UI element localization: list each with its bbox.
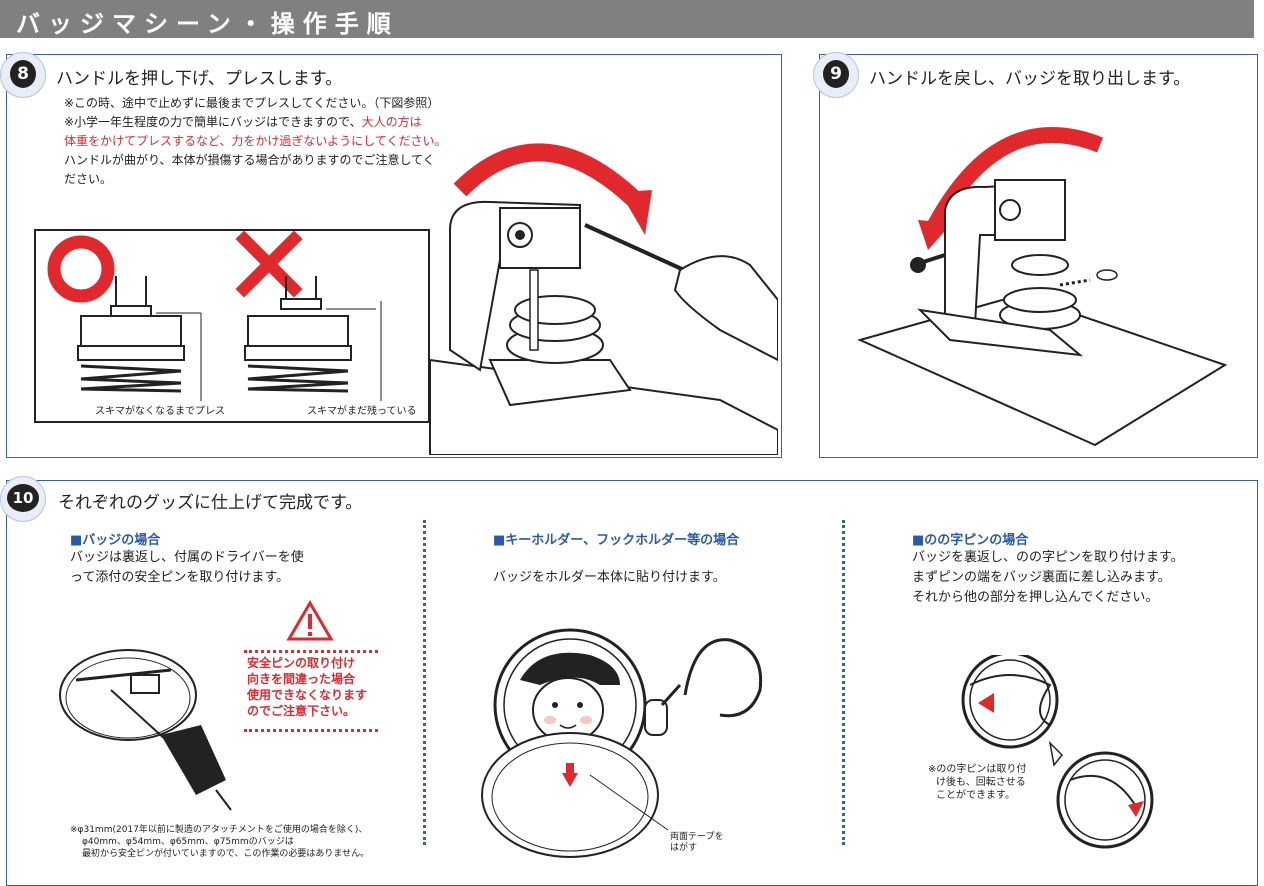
col1-heading: ■バッジの場合 <box>70 533 161 548</box>
step9-number: 9 <box>823 60 849 88</box>
header-bar <box>0 0 1254 38</box>
press-comparison-drawing <box>47 231 382 401</box>
caption-ng: スキマがまだ残っている <box>307 406 417 417</box>
tape-label-2: はがす <box>670 843 698 853</box>
col2-line1: バッジをホルダー本体に貼り付けます。 <box>493 570 726 585</box>
step8-note2: ※小学一年生程度の力で簡単にバッジはできますので、大人の方は <box>64 113 422 132</box>
col1-footnote-2: φ40mm、φ54mm、φ65mm、φ75mmのバッジは <box>82 837 294 847</box>
nonoji-pin-illustration <box>961 655 1154 849</box>
column-divider-2 <box>842 520 845 845</box>
warning-line-4: のでご注意下さい。 <box>247 704 356 718</box>
step8-badge: 8 <box>0 52 46 98</box>
col2-heading: ■キーホルダー、フックホルダー等の場合 <box>493 533 740 548</box>
step8-note4: ハンドルが曲がり、本体が損傷する場合がありますのでご注意してく <box>64 153 435 167</box>
page-title: バッジマシーン・操作手順 <box>16 10 399 38</box>
step9-press-illustration <box>857 127 1228 447</box>
step8-title: ハンドルを押し下げ、プレスします。 <box>56 69 343 89</box>
col3-note-3: ことができます。 <box>936 790 1015 801</box>
step8-note2-black: ※小学一年生程度の力で簡単にバッジはできますので、 <box>64 115 362 129</box>
warning-line-2: 向きを間違った場合 <box>247 672 356 686</box>
warning-line-3: 使用できなくなります <box>247 688 368 702</box>
step9-title: ハンドルを戻し、バッジを取り出します。 <box>869 69 1191 89</box>
col3-note-1: ※のの字ピンは取り付 <box>928 764 1027 775</box>
tape-label-1: 両面テープを <box>670 832 724 842</box>
warning-line-1: 安全ピンの取り付け <box>247 656 356 670</box>
col1-line1: バッジは裏返し、付属のドライバーを使 <box>70 550 304 565</box>
keyholder-illustration <box>481 628 763 858</box>
step8-press-illustration <box>429 143 778 455</box>
col1-line2: って添付の安全ピンを取り付けます。 <box>70 570 290 585</box>
step10-number: 10 <box>7 484 39 512</box>
col3-heading: ■のの字ピンの場合 <box>912 533 1029 548</box>
column-divider-1 <box>423 520 426 845</box>
caption-ok: スキマがなくなるまでプレス <box>95 406 225 417</box>
step10-title: それぞれのグッズに仕上げて完成です。 <box>58 493 363 513</box>
step8-note3: 体重をかけてプレスするなど、力をかけ過ぎないようにしてください。 <box>64 134 447 148</box>
step8-note2-red: 大人の方は <box>361 115 422 129</box>
ok-mark-icon <box>47 235 115 303</box>
badge-pin-illustration <box>59 649 232 811</box>
col3-line2: まずピンの端をバッジ裏面に差し込みます。 <box>912 570 1171 585</box>
warning-box <box>244 650 378 732</box>
col3-line1: バッジを裏返し、のの字ピンを取り付けます。 <box>912 550 1184 565</box>
col1-footnote-1: ※φ31mm(2017年以前に製造のアタッチメントをご使用の場合を除く)、 <box>70 825 368 835</box>
col3-line3: それから他の部分を押し込んでください。 <box>912 590 1159 605</box>
step10-badge: 10 <box>0 476 46 522</box>
warning-icon <box>286 600 334 641</box>
step8-number: 8 <box>10 60 36 88</box>
col3-note-2: け後も、回転させる <box>936 777 1026 788</box>
step8-note5: ださい。 <box>64 172 113 186</box>
col1-footnote-3: 最初から安全ピンが付いていますので、この作業の必要はありません。 <box>82 849 370 859</box>
step9-badge: 9 <box>813 52 859 98</box>
step8-note1: ※この時、途中で止めずに最後までプレスしてください。（下図参照） <box>64 96 440 110</box>
